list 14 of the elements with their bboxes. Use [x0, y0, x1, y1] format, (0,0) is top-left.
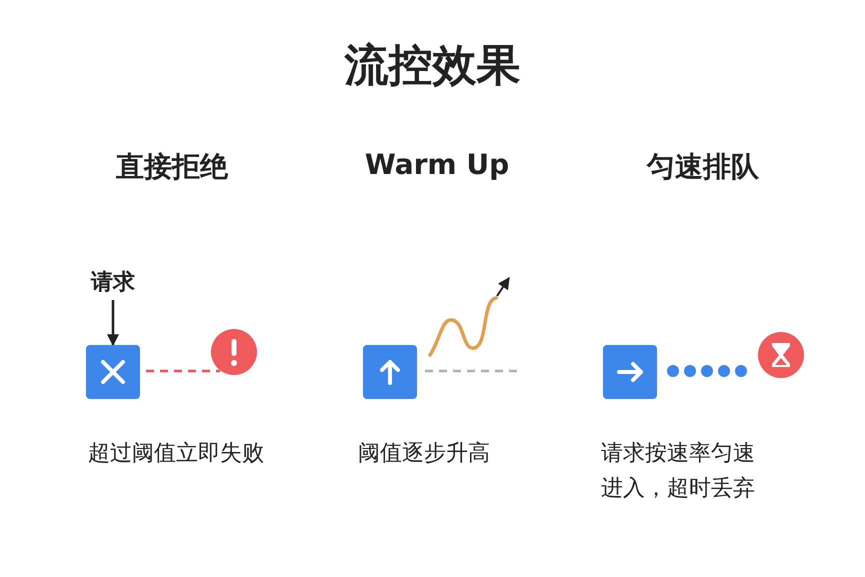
- description: 超过阈值立即失败: [87, 440, 265, 468]
- description: 阈值逐步升高: [358, 440, 491, 468]
- reject-box: [86, 345, 140, 399]
- queue-box: [603, 345, 657, 399]
- request-label: 请求: [88, 268, 138, 298]
- title: 流控效果: [343, 39, 522, 93]
- description: 请求按速率匀速进入，超时丢弃: [601, 440, 756, 503]
- warmup-box: [363, 345, 417, 399]
- column-heading: Warm Up: [364, 148, 510, 181]
- column-heading: 匀速排队: [645, 149, 760, 185]
- column-heading: 直接拒绝: [115, 149, 230, 185]
- timeout-circle: [758, 332, 804, 378]
- arrow: [107, 300, 119, 346]
- alert-circle: [211, 329, 257, 375]
